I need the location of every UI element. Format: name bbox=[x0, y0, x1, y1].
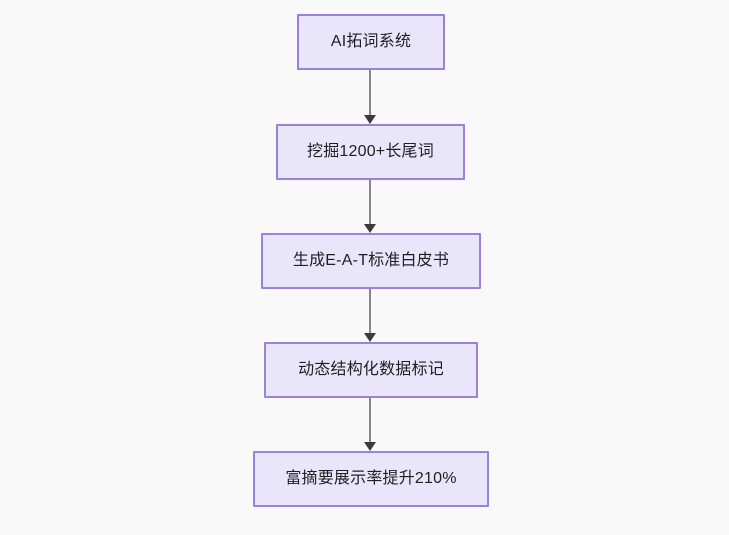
flow-node-n2[interactable]: 挖掘1200+长尾词 bbox=[276, 124, 465, 180]
flow-node-n3[interactable]: 生成E-A-T标准白皮书 bbox=[261, 233, 481, 289]
flow-arrow-n3-to-n4 bbox=[362, 289, 378, 342]
flow-node-n4[interactable]: 动态结构化数据标记 bbox=[264, 342, 478, 398]
flow-node-label: AI拓词系统 bbox=[330, 33, 412, 50]
flow-node-label: 挖掘1200+长尾词 bbox=[307, 143, 434, 160]
flow-node-n5[interactable]: 富摘要展示率提升210% bbox=[253, 451, 489, 507]
flow-node-label: 动态结构化数据标记 bbox=[298, 361, 444, 378]
flow-node-label: 富摘要展示率提升210% bbox=[285, 470, 457, 487]
flow-node-label: 生成E-A-T标准白皮书 bbox=[292, 252, 450, 269]
flow-arrow-n4-to-n5 bbox=[362, 398, 378, 451]
flow-arrow-n2-to-n3 bbox=[362, 180, 378, 233]
flow-arrow-n1-to-n2 bbox=[362, 70, 378, 124]
flow-node-n1[interactable]: AI拓词系统 bbox=[297, 14, 445, 70]
